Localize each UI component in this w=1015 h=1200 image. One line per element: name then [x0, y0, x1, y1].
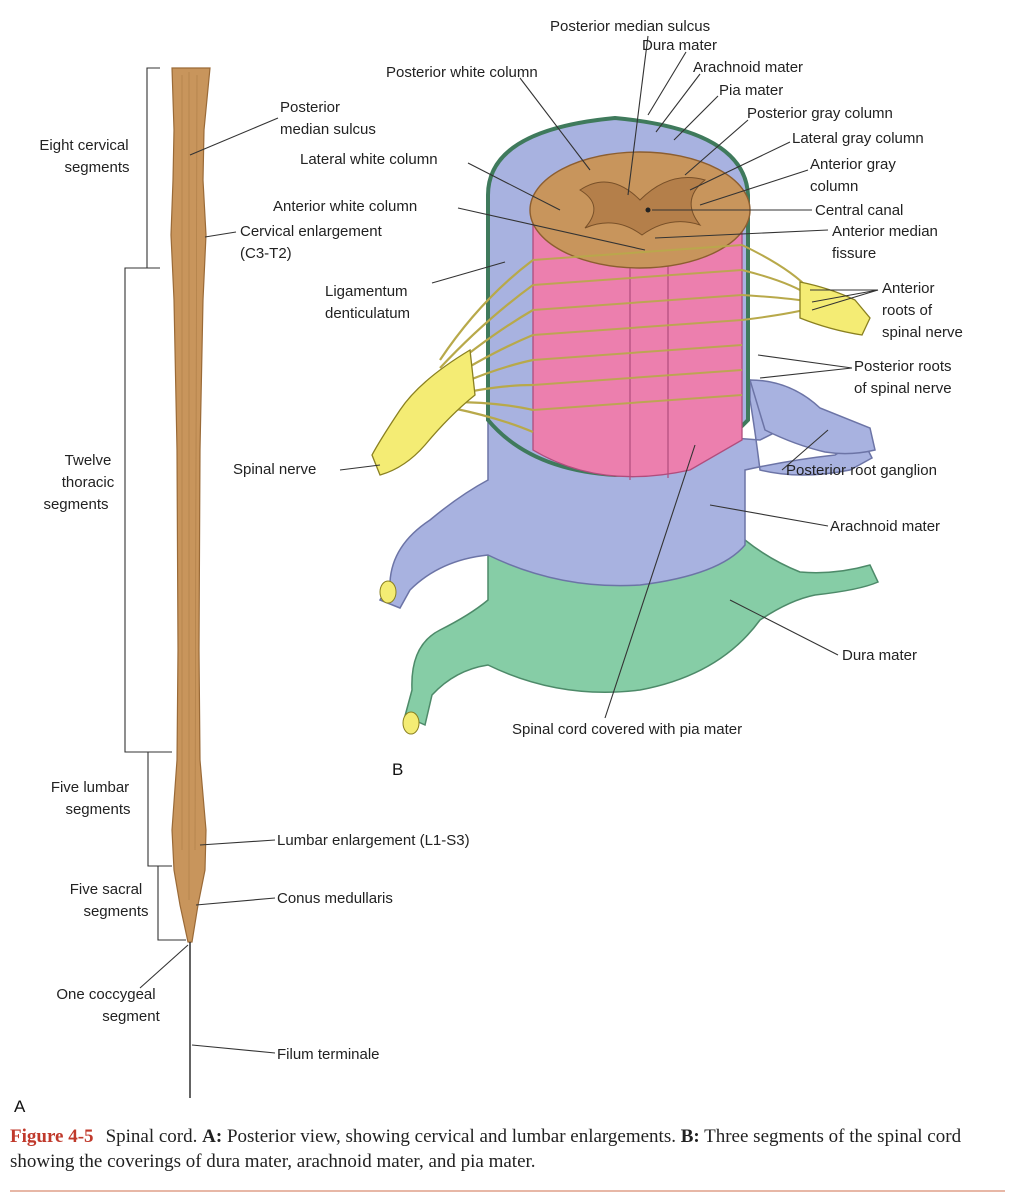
- label-anterior-gray-column-2: column: [810, 178, 858, 195]
- segment-coccygeal-2: segment: [102, 1008, 160, 1025]
- segment-thoracic-3: segments: [43, 496, 108, 513]
- label-anterior-gray-column: Anterior gray: [810, 156, 896, 173]
- spinal-cord-shape: [170, 67, 211, 943]
- panel-letter-a: A: [14, 1097, 26, 1116]
- segment-cervical-2: segments: [64, 159, 129, 176]
- label-anterior-roots: Anterior: [882, 280, 935, 297]
- label-posterior-roots-2: of spinal nerve: [854, 380, 952, 397]
- label-anterior-roots-3: spinal nerve: [882, 324, 963, 341]
- thoracic-bracket: [124, 267, 172, 753]
- anterior-root-nerve-right: [799, 281, 871, 336]
- label-ligamentum: Ligamentum: [325, 283, 408, 300]
- label-anterior-median-fissure-2: fissure: [832, 245, 876, 262]
- caption-part2: Posterior view, showing cervical and lum…: [222, 1126, 681, 1147]
- label-posterior-root-ganglion: Posterior root ganglion: [786, 462, 937, 479]
- cord-striation: [181, 72, 198, 900]
- posterior-root-ganglion-shape: [748, 379, 876, 455]
- label-anterior-median-fissure: Anterior median: [832, 223, 938, 240]
- segment-cervical: Eight cervical: [39, 137, 128, 154]
- caption-b: B:: [680, 1126, 700, 1147]
- cervical-bracket: [146, 67, 160, 269]
- figure-caption: Figure 4-5 Spinal cord. A: Posterior view…: [10, 1124, 1010, 1174]
- label-cervical-enlargement-range: (C3-T2): [240, 245, 292, 262]
- label-dura-mater-top: Dura mater: [642, 37, 717, 54]
- label-anterior-roots-2: roots of: [882, 302, 933, 319]
- gray-matter-shape: [579, 177, 707, 236]
- cord-rootlets: [532, 244, 743, 411]
- segment-lumbar-2: segments: [65, 801, 130, 818]
- label-posterior-gray-column: Posterior gray column: [747, 105, 893, 122]
- label-posterior-median-sulcus-a: Posterior: [280, 99, 340, 116]
- sacral-bracket: [157, 865, 186, 941]
- label-posterior-median-sulcus-a-2: median sulcus: [280, 121, 376, 138]
- caption-part1: Spinal cord.: [105, 1126, 203, 1147]
- nerve-end-2: [402, 711, 420, 735]
- label-dura-mater-bottom: Dura mater: [842, 647, 917, 664]
- panel-b-leaders: [339, 35, 879, 719]
- segment-thoracic-2: thoracic: [62, 474, 115, 491]
- segment-sacral: Five sacral: [70, 881, 143, 898]
- segment-coccygeal: One coccygeal: [56, 986, 155, 1003]
- label-cervical-enlargement: Cervical enlargement: [240, 223, 383, 240]
- panel-letter-b: B: [392, 760, 403, 779]
- segment-lumbar: Five lumbar: [51, 779, 129, 796]
- cord-pia-cylinder: [532, 209, 743, 478]
- central-canal-dot: [645, 207, 651, 213]
- label-conus-medullaris: Conus medullaris: [277, 890, 393, 907]
- label-spinal-cord-pia: Spinal cord covered with pia mater: [512, 721, 742, 738]
- label-lateral-white-column: Lateral white column: [300, 151, 438, 168]
- label-posterior-roots: Posterior roots: [854, 358, 952, 375]
- caption-a: A:: [202, 1126, 223, 1147]
- label-pia-mater: Pia mater: [719, 82, 783, 99]
- label-ligamentum-2: denticulatum: [325, 305, 410, 322]
- panel-a: Posterior median sulcus Cervical enlarge…: [14, 67, 470, 1116]
- panel-b: Posterior median sulcus Dura mater Arach…: [233, 18, 963, 779]
- label-anterior-white-column: Anterior white column: [273, 198, 417, 215]
- caption-part3: Three segments of the spinal cord showin…: [10, 1126, 962, 1172]
- label-spinal-nerve: Spinal nerve: [233, 461, 316, 478]
- dura-mater-layer: [404, 539, 880, 727]
- nerve-end-1: [379, 580, 397, 604]
- label-posterior-white-column: Posterior white column: [386, 64, 538, 81]
- segment-thoracic: Twelve: [65, 452, 112, 469]
- label-posterior-median-sulcus-b: Posterior median sulcus: [550, 18, 710, 35]
- label-filum-terminale: Filum terminale: [277, 1046, 380, 1063]
- label-central-canal: Central canal: [815, 202, 903, 219]
- spinal-nerve-left: [371, 348, 476, 476]
- label-lumbar-enlargement: Lumbar enlargement (L1-S3): [277, 832, 470, 849]
- label-lateral-gray-column: Lateral gray column: [792, 130, 924, 147]
- label-arachnoid-mater-bottom: Arachnoid mater: [830, 518, 940, 535]
- segment-sacral-2: segments: [83, 903, 148, 920]
- figure-number: Figure 4-5: [10, 1126, 94, 1147]
- lumbar-bracket: [147, 751, 172, 867]
- label-arachnoid-mater-top: Arachnoid mater: [693, 59, 803, 76]
- caption-rule: [10, 1190, 1005, 1192]
